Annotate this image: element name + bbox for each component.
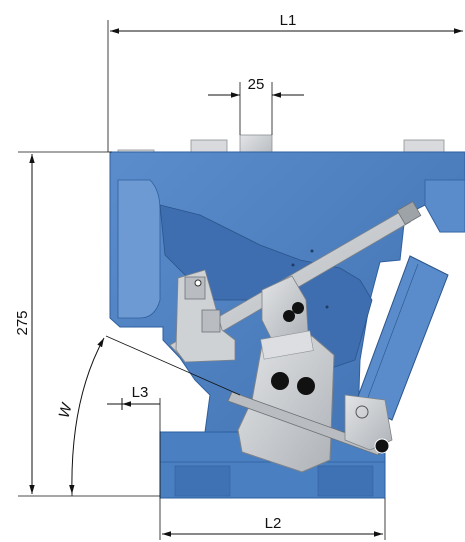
carriage-bolt-1 — [283, 310, 295, 322]
rod-end-knob — [374, 438, 390, 454]
dim-l1-label: L1 — [280, 12, 297, 29]
top-clamp-slot — [190, 139, 228, 153]
carriage-bolt-2 — [292, 302, 304, 314]
clamp-bolt-1 — [271, 372, 289, 390]
clamp-bolt-2 — [297, 377, 315, 395]
dimensions: L1 25 275 L3 W L2 — [14, 12, 463, 540]
housing-left-lobe — [117, 179, 161, 319]
center-clamp — [237, 335, 335, 473]
detail-dot-3 — [325, 305, 329, 309]
dim-w-label: W — [56, 400, 77, 420]
detail-dot-1 — [310, 249, 314, 253]
dim-l2-label: L2 — [265, 515, 282, 532]
base-slot-right — [317, 465, 374, 497]
bracket-screw-1 — [194, 279, 202, 287]
dim-l3-label: L3 — [132, 384, 149, 401]
mechanism — [169, 201, 422, 473]
bracket-block — [201, 309, 221, 333]
base-slot-left — [174, 465, 231, 497]
right-block-hole — [355, 405, 369, 419]
center-clamp-top — [260, 330, 314, 360]
bracket-tab — [184, 276, 206, 300]
dim-w-arc — [69, 337, 105, 495]
dim-275-label: 275 — [14, 310, 31, 335]
lower-rod — [227, 391, 383, 456]
rod-end-cap — [396, 201, 422, 225]
dim-25-label: 25 — [248, 76, 265, 93]
detail-dot-2 — [291, 263, 295, 267]
angled-plate-edge — [363, 263, 419, 409]
housing-right-block — [424, 179, 465, 233]
angled-plate — [355, 255, 449, 421]
